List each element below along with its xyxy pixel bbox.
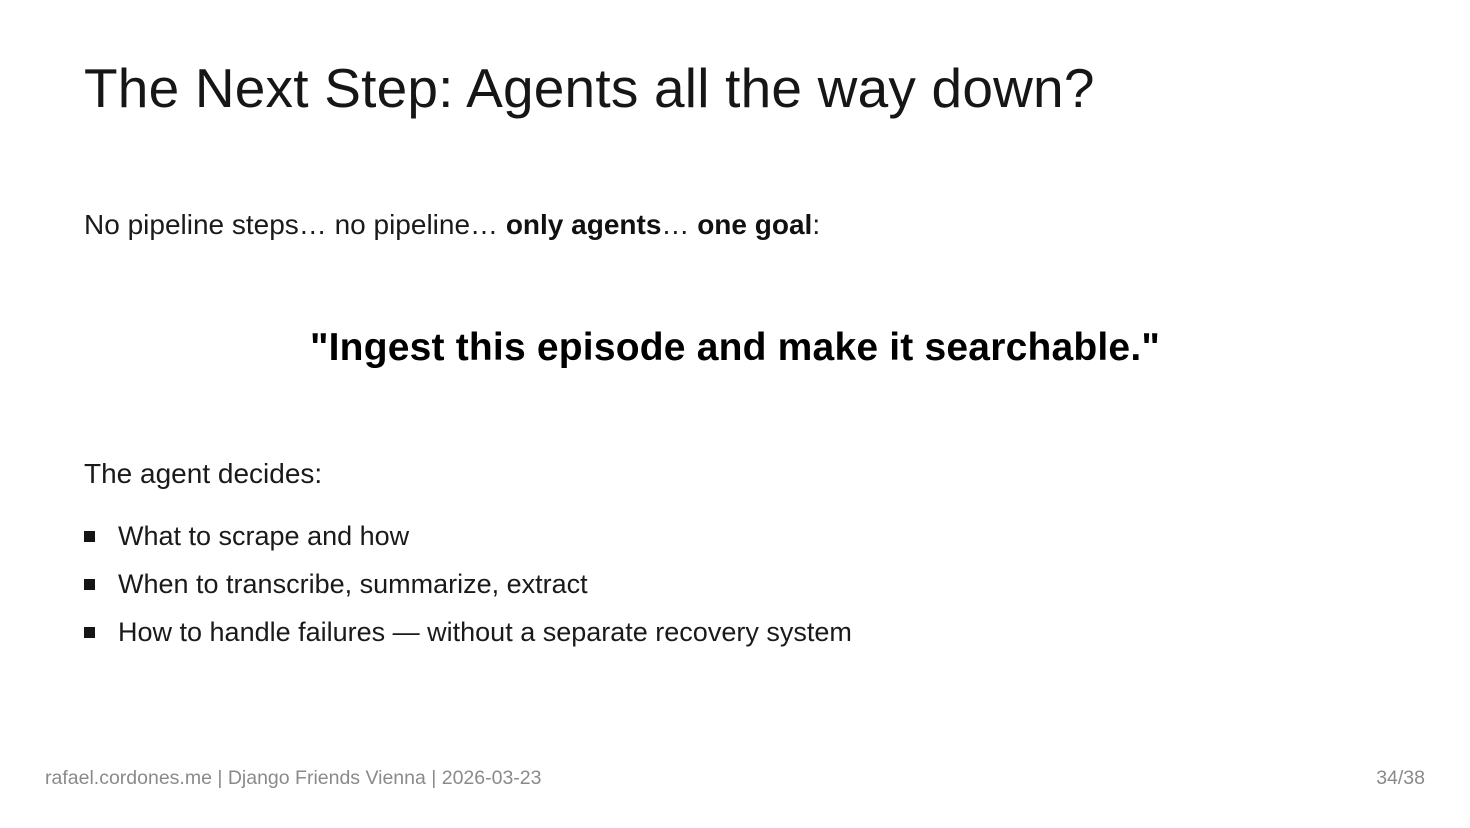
footer-page-number: 34/38 — [1376, 767, 1425, 789]
footer-attribution: rafael.cordones.me | Django Friends Vien… — [45, 767, 542, 789]
list-item: How to handle failures — without a separ… — [84, 616, 852, 648]
intro-bold-one-goal: one goal — [697, 209, 813, 240]
decides-heading: The agent decides: — [84, 458, 323, 489]
list-item: When to transcribe, summarize, extract — [84, 568, 852, 600]
list-item-text: How to handle failures — without a separ… — [118, 617, 852, 647]
intro-text-2: … — [661, 209, 698, 240]
bullet-square-icon — [84, 578, 95, 590]
intro-bold-only-agents: only agents — [505, 209, 662, 240]
slide-title: The Next Step: Agents all the way down? — [84, 57, 1095, 119]
intro-line: No pipeline steps… no pipeline… only age… — [84, 208, 820, 242]
intro-text-3: : — [812, 209, 821, 240]
bullet-square-icon — [84, 530, 95, 542]
intro-text-1: No pipeline steps… no pipeline… — [84, 209, 506, 240]
list-item-text: When to transcribe, summarize, extract — [118, 569, 588, 599]
decides-list: What to scrape and how When to transcrib… — [84, 520, 852, 664]
goal-quote: "Ingest this episode and make it searcha… — [309, 326, 1161, 369]
list-item: What to scrape and how — [84, 520, 852, 552]
list-item-text: What to scrape and how — [118, 521, 410, 551]
bullet-square-icon — [84, 626, 95, 638]
